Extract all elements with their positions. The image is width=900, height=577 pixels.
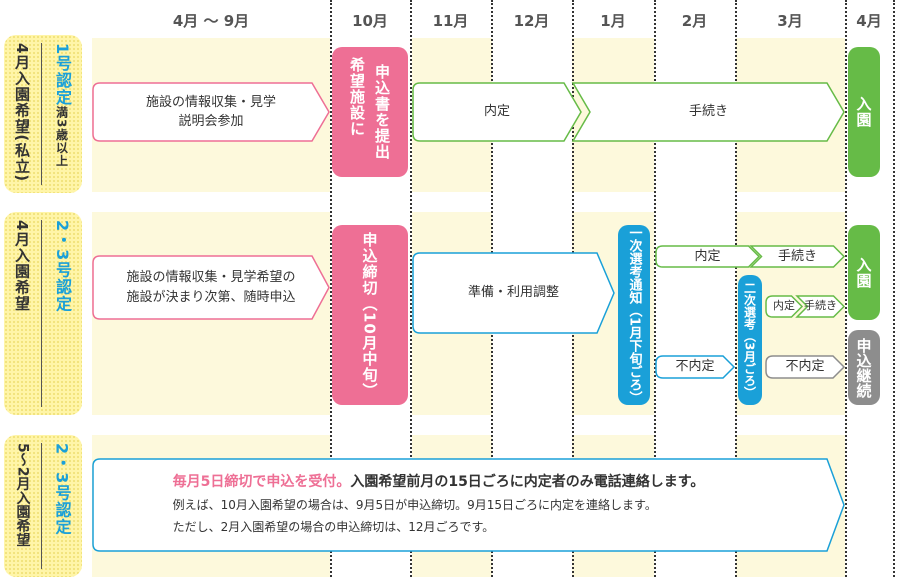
deadline-box: 申込締切（10月中旬）	[332, 225, 408, 405]
arrow-shape	[655, 245, 761, 268]
prep-arrow: 準備・利用調整	[412, 252, 615, 334]
first-notice-box: 一次選考通知（1月下旬ごろ）	[618, 225, 650, 405]
naitei2-arrow: 内定	[765, 295, 804, 318]
arrow-shape	[749, 245, 846, 268]
info-line: 施設の情報収集・見学希望の	[126, 270, 296, 285]
nyuen-box: 入園	[848, 225, 880, 320]
funaitei-label: 不内定	[675, 359, 715, 375]
info-line: 施設が決まり次第、随時申込	[126, 289, 296, 305]
funaitei-arrow: 不内定	[655, 355, 736, 379]
nyuen-box: 入園	[848, 47, 880, 177]
row-gap	[90, 415, 900, 435]
continue-label: 申込継続	[854, 337, 873, 398]
info-line: 例えば、10月入園希望の場合は、9月5日が申込締切。9月15日ごろに内定を連絡し…	[172, 497, 657, 512]
arrow-shape	[765, 355, 846, 379]
info-arrow: 施設の情報収集・見学希望の施設が決まり次第、随時申込	[92, 255, 330, 320]
info-line: 施設の情報収集・見学	[145, 94, 276, 110]
funaitei2-label: 不内定	[785, 359, 825, 375]
second-selection-label: 二次選考（3月ごろ）	[742, 281, 757, 399]
arrow-shape	[92, 82, 330, 142]
naitei-arrow: 内定	[412, 82, 582, 142]
info-line: ただし、2月入園希望の場合の申込締切は、12月ごろです。	[172, 520, 495, 535]
header-gap	[90, 0, 900, 38]
month-header: 1月	[600, 12, 626, 30]
nyuen-label: 入園	[854, 256, 873, 289]
tetsuzuki2-label: 手続き	[804, 299, 837, 313]
naitei-arrow: 内定	[655, 245, 761, 268]
info-arrow: 施設の情報収集・見学説明会参加	[92, 82, 330, 142]
month-header: 3月	[777, 12, 803, 30]
divider	[654, 0, 656, 577]
month-header: 10月	[352, 12, 388, 30]
separator	[41, 43, 42, 185]
arrow-shape	[412, 252, 615, 334]
divider	[893, 0, 895, 577]
month-header: 11月	[432, 12, 469, 30]
info-line: 入園希望前月の15日ごろに内定者のみ電話連絡します。	[350, 473, 705, 490]
highlight-text: 毎月5日締切で申込を受付。	[172, 473, 351, 490]
tetsuzuki2-arrow: 手続き	[795, 295, 846, 318]
submit-line: 申込書を提出	[373, 64, 391, 160]
arrow-shape	[571, 82, 845, 142]
arrow-shape	[412, 82, 582, 142]
separator	[41, 220, 42, 407]
row-label-main: 4月入園希望	[13, 220, 31, 312]
row-label-main: 5〜2月入園希望	[14, 443, 31, 547]
row-label-main: 4月入園希望(私立)	[13, 43, 31, 183]
info-line: 説明会参加	[178, 114, 244, 129]
submit-line: 希望施設に	[348, 57, 366, 137]
month-header: 4月 〜 9月	[172, 12, 250, 30]
month-header: 2月	[681, 12, 708, 30]
monthly-info-arrow: 毎月5日締切で申込を受付。入園希望前月の15日ごろに内定者のみ電話連絡します。 …	[92, 458, 845, 552]
row-label-sub: 満3歳以上	[54, 106, 69, 168]
month-header: 4月	[856, 12, 882, 30]
separator	[40, 443, 42, 569]
row-label-1: 4月入園希望(私立) 1号認定 満3歳以上	[4, 35, 82, 193]
prep-label: 準備・利用調整	[467, 285, 559, 301]
nyuen-label: 入園	[854, 96, 873, 128]
divider	[330, 0, 332, 577]
divider	[410, 0, 412, 577]
naitei-label: 内定	[694, 248, 721, 264]
naitei2-label: 内定	[773, 299, 795, 313]
tetsuzuki-arrow: 手続き	[571, 82, 845, 142]
row-label-cert: 2・3号認定	[53, 220, 72, 313]
divider	[735, 0, 737, 577]
arrow-shape	[655, 355, 736, 379]
arrow-shape	[92, 255, 330, 320]
row-label-cert: 2・3号認定	[52, 443, 72, 536]
first-notice-label: 一次選考通知（1月下旬ごろ）	[626, 225, 642, 405]
arrow-shape	[92, 458, 845, 552]
deadline-label: 申込締切（10月中旬）	[360, 231, 379, 399]
month-header: 12月	[513, 12, 550, 30]
row-gap	[90, 192, 900, 212]
tetsuzuki-label: 手続き	[777, 248, 817, 264]
submit-box: 申込書を提出 希望施設に	[332, 47, 408, 177]
tetsuzuki-arrow: 手続き	[749, 245, 846, 268]
divider	[845, 0, 847, 577]
row-label-cert: 1号認定	[53, 43, 72, 107]
row-label-2: 4月入園希望 2・3号認定	[4, 212, 82, 415]
naitei-label: 内定	[483, 104, 510, 120]
arrow-shape	[765, 295, 804, 318]
arrow-shape	[795, 295, 846, 318]
row-label-3: 5〜2月入園希望 2・3号認定	[4, 435, 82, 577]
continue-box: 申込継続	[848, 330, 880, 405]
funaitei2-arrow: 不内定	[765, 355, 846, 379]
second-selection-box: 二次選考（3月ごろ）	[738, 275, 762, 405]
tetsuzuki-label: 手続き	[688, 104, 728, 120]
